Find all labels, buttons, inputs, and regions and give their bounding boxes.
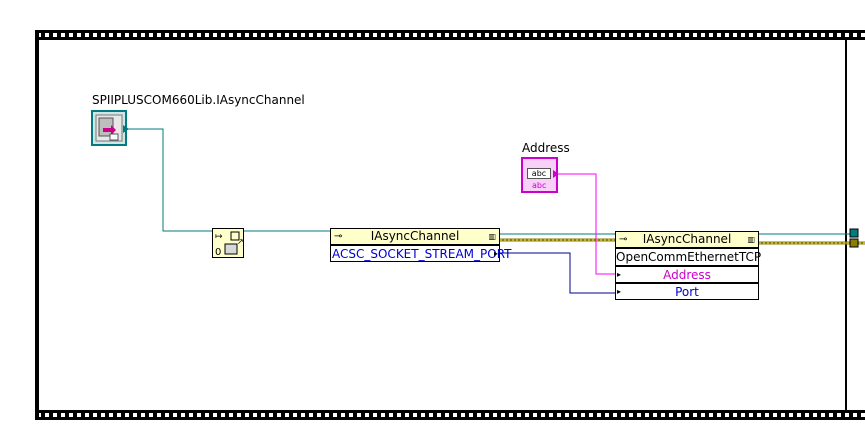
address-string-text: abc xyxy=(531,169,547,178)
param-input-arrow-icon: ▸ xyxy=(617,287,622,296)
automation-open-node[interactable]: ↦ 0 ↗ xyxy=(212,228,244,258)
property-node-title: IAsyncChannel xyxy=(370,229,460,243)
property-node-row[interactable]: ACSC_SOCKET_STREAM_PORT ▸ xyxy=(330,245,512,262)
address-control-label: Address xyxy=(522,141,570,155)
svg-text:↦: ↦ xyxy=(215,232,223,242)
invoke-param-address[interactable]: ▸ Address xyxy=(615,266,759,283)
sequence-frame-top-border xyxy=(35,30,865,40)
class-constant-output-arrow xyxy=(123,125,129,133)
address-string-box: abc xyxy=(527,168,551,179)
svg-text:0: 0 xyxy=(215,247,221,257)
refnum-wire-constant-to-open[interactable] xyxy=(128,128,212,232)
automation-open-icon: ↦ 0 ↗ xyxy=(215,231,243,257)
invoke-error-terminal-icon: ▥ xyxy=(747,235,755,244)
invoke-method-name: OpenCommEthernetTCP xyxy=(616,250,762,264)
address-output-arrow xyxy=(553,170,559,178)
param-input-arrow-icon: ▸ xyxy=(617,270,622,279)
class-constant-label: SPIIPLUSCOM660Lib.IAsyncChannel xyxy=(92,93,305,107)
invoke-param-port-label: Port xyxy=(675,285,699,299)
sequence-frame-left-border xyxy=(35,30,39,420)
invoke-method-row[interactable]: OpenCommEthernetTCP xyxy=(615,248,762,266)
invoke-node-header[interactable]: ⊸ IAsyncChannel ▥ xyxy=(615,231,759,248)
sequence-frame-inner-right-border xyxy=(845,40,847,410)
string-wire-address[interactable] xyxy=(558,173,617,275)
tunnel-error[interactable] xyxy=(849,238,859,248)
address-control-terminal[interactable]: abc abc xyxy=(521,157,558,193)
property-node-header[interactable]: ⊸ IAsyncChannel ▥ xyxy=(330,228,500,245)
error-terminal-icon: ▥ xyxy=(488,232,496,241)
tunnel-refnum[interactable] xyxy=(849,228,859,238)
invoke-reference-icon: ⊸ xyxy=(619,234,628,245)
invoke-param-port[interactable]: ▸ Port xyxy=(615,283,759,300)
numeric-wire-port[interactable] xyxy=(500,252,617,294)
refnum-constant-icon xyxy=(95,114,123,142)
address-type-text: abc xyxy=(532,181,547,190)
property-output-arrow-icon: ▸ xyxy=(493,249,498,258)
sequence-frame-bottom-border xyxy=(35,410,865,420)
property-reference-icon: ⊸ xyxy=(334,231,343,242)
svg-text:↗: ↗ xyxy=(237,237,243,246)
invoke-param-address-label: Address xyxy=(663,268,711,282)
property-name: ACSC_SOCKET_STREAM_PORT xyxy=(332,247,512,261)
class-constant-terminal[interactable] xyxy=(91,110,127,146)
invoke-node-title: IAsyncChannel xyxy=(642,232,732,246)
